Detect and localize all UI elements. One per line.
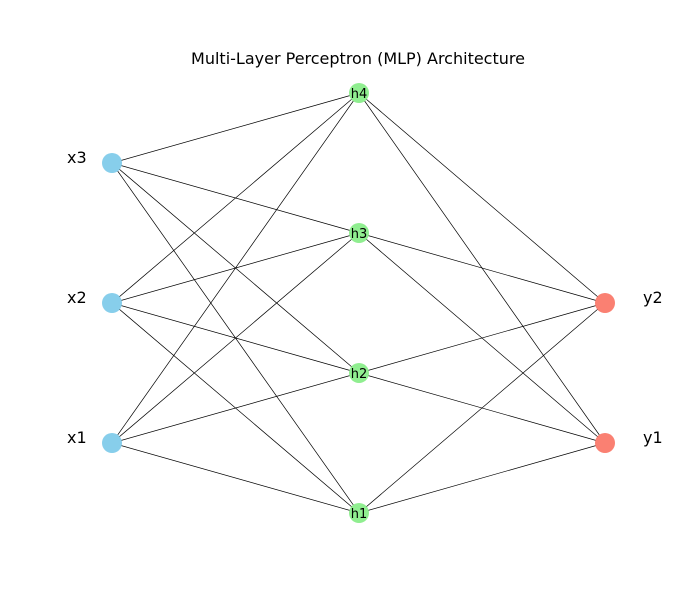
node-x3 <box>102 153 122 173</box>
node-x1 <box>102 433 122 453</box>
edge-h4-y1 <box>358 92 606 444</box>
node-label-h4: h4 <box>351 87 368 102</box>
node-label-h3: h3 <box>351 227 368 242</box>
node-label-y1: y1 <box>643 428 663 447</box>
edge-h1-y1 <box>358 442 606 514</box>
edge-x3-h1 <box>111 162 360 514</box>
edge-h3-y1 <box>358 232 606 444</box>
node-label-h1: h1 <box>351 507 368 522</box>
labels-group: x1 x2 x3 h1 h2 h3 h4 y1 y2 <box>67 87 663 522</box>
node-h2 <box>349 363 369 383</box>
edge-x2-h1 <box>111 302 360 514</box>
node-label-x2: x2 <box>67 288 87 307</box>
node-h4 <box>349 83 369 103</box>
diagram-title: Multi-Layer Perceptron (MLP) Architectur… <box>191 49 525 68</box>
node-h3 <box>349 223 369 243</box>
nodes-group <box>102 83 615 523</box>
edges-group <box>111 92 606 514</box>
node-x2 <box>102 293 122 313</box>
edge-x3-h4 <box>111 92 360 164</box>
edge-x3-h2 <box>111 162 360 374</box>
edge-x3-h3 <box>111 162 360 234</box>
node-h1 <box>349 503 369 523</box>
edge-h4-y2 <box>358 92 606 304</box>
node-y1 <box>595 433 615 453</box>
node-y2 <box>595 293 615 313</box>
node-label-x3: x3 <box>67 148 87 167</box>
node-label-h2: h2 <box>351 367 368 382</box>
node-label-x1: x1 <box>67 428 87 447</box>
node-label-y2: y2 <box>643 288 663 307</box>
edge-x1-h1 <box>111 442 360 514</box>
edge-h2-y1 <box>358 372 606 444</box>
